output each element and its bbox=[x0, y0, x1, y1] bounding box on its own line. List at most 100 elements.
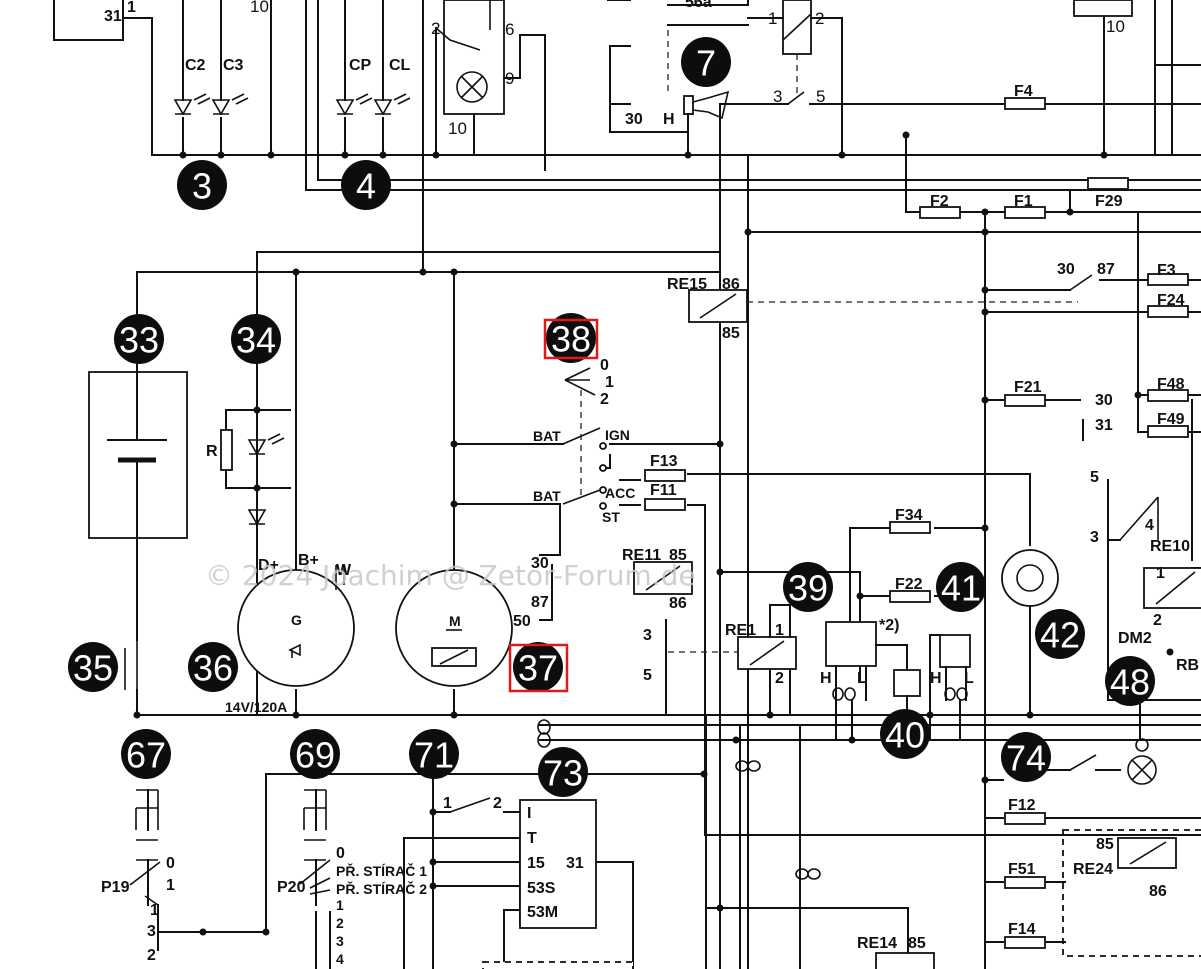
label: 86 bbox=[1149, 883, 1167, 900]
badge-4[interactable]: 4 bbox=[341, 160, 391, 210]
badge-3[interactable]: 3 bbox=[177, 160, 227, 210]
label: 2 bbox=[431, 19, 440, 38]
badge-48[interactable]: 48 bbox=[1105, 656, 1155, 706]
label: 87 bbox=[531, 594, 549, 611]
label: 1 bbox=[775, 622, 784, 639]
badge-37[interactable]: 37 bbox=[513, 642, 563, 692]
svg-text:73: 73 bbox=[543, 753, 583, 794]
label: 2 bbox=[147, 947, 156, 964]
switch-35 bbox=[124, 640, 138, 690]
label: H bbox=[820, 670, 832, 687]
badge-74[interactable]: 74 bbox=[1001, 732, 1051, 782]
label: RE1 bbox=[725, 622, 756, 639]
svg-text:38: 38 bbox=[551, 319, 591, 360]
label: C3 bbox=[223, 57, 244, 74]
label: C2 bbox=[185, 57, 206, 74]
label: 6 bbox=[505, 20, 514, 39]
label: L bbox=[857, 670, 867, 687]
label: I bbox=[527, 805, 531, 822]
label: 10 bbox=[250, 0, 269, 16]
label: RE15 bbox=[667, 276, 707, 293]
badge-33[interactable]: 33 bbox=[114, 314, 164, 364]
svg-text:69: 69 bbox=[295, 735, 335, 776]
label: BAT bbox=[533, 428, 561, 444]
label: D+ bbox=[258, 557, 279, 574]
badge-42[interactable]: 42 bbox=[1035, 609, 1085, 659]
label: 30 bbox=[1095, 392, 1113, 409]
label: F4 bbox=[1014, 83, 1033, 100]
label: 1 bbox=[166, 877, 175, 894]
text-labels: 31 1 10 C2 C3 CP CL 2 6 9 10 30 H 56a 1 … bbox=[101, 0, 1199, 967]
badge-35[interactable]: 35 bbox=[68, 642, 118, 692]
label: F2 bbox=[930, 193, 949, 210]
badge-73[interactable]: 73 bbox=[538, 747, 588, 797]
label: 2 bbox=[1153, 612, 1162, 629]
label: F21 bbox=[1014, 379, 1042, 396]
label: 3 bbox=[336, 933, 344, 949]
label: H bbox=[930, 670, 942, 687]
svg-text:48: 48 bbox=[1110, 662, 1150, 703]
starter-motor bbox=[395, 569, 513, 687]
label: 10 bbox=[448, 119, 467, 138]
label: 2 bbox=[336, 915, 344, 931]
label: 31 bbox=[1095, 417, 1113, 434]
label: F29 bbox=[1095, 193, 1123, 210]
label: M bbox=[449, 613, 461, 629]
label: P19 bbox=[101, 879, 130, 896]
label: RE14 bbox=[857, 935, 897, 952]
badge-69[interactable]: 69 bbox=[290, 729, 340, 779]
badge-34[interactable]: 34 bbox=[231, 314, 281, 364]
label: F24 bbox=[1157, 292, 1185, 309]
badge-38[interactable]: 38 bbox=[546, 313, 596, 363]
label: 10 bbox=[1106, 17, 1125, 36]
badge-7[interactable]: 7 bbox=[681, 37, 731, 87]
label: ST bbox=[602, 509, 620, 525]
svg-text:35: 35 bbox=[73, 648, 113, 689]
label: F49 bbox=[1157, 411, 1185, 428]
label: 31 bbox=[104, 8, 122, 25]
badge-67[interactable]: 67 bbox=[121, 729, 171, 779]
label: 30 bbox=[625, 111, 643, 128]
bottom-switches bbox=[129, 789, 491, 906]
label: F14 bbox=[1008, 921, 1036, 938]
label: 1 bbox=[127, 0, 136, 16]
svg-text:37: 37 bbox=[518, 648, 558, 689]
label: F12 bbox=[1008, 797, 1036, 814]
label: RE11 bbox=[622, 547, 661, 564]
bottom-wiring bbox=[147, 773, 705, 969]
relays bbox=[633, 289, 1201, 969]
svg-text:7: 7 bbox=[696, 43, 716, 84]
svg-text:36: 36 bbox=[193, 648, 233, 689]
label: 4 bbox=[336, 951, 344, 967]
badge-41[interactable]: 41 bbox=[936, 562, 986, 612]
label: 1 bbox=[150, 902, 159, 919]
svg-text:34: 34 bbox=[236, 320, 276, 361]
label: 1 bbox=[768, 9, 777, 28]
label: 56a bbox=[685, 0, 712, 11]
svg-text:42: 42 bbox=[1040, 615, 1080, 656]
label: L bbox=[964, 670, 974, 687]
label: 3 bbox=[643, 627, 652, 644]
label: 50 bbox=[513, 613, 531, 630]
badge-40[interactable]: 40 bbox=[880, 709, 930, 759]
label: R bbox=[206, 443, 218, 460]
label: 2 bbox=[493, 795, 502, 812]
badge-36[interactable]: 36 bbox=[188, 642, 238, 692]
label: 53M bbox=[527, 904, 558, 921]
badge-39[interactable]: 39 bbox=[783, 562, 833, 612]
badge-71[interactable]: 71 bbox=[409, 729, 459, 779]
label: 85 bbox=[722, 325, 740, 342]
label: 14V/120A bbox=[225, 699, 287, 715]
label: F11 bbox=[650, 482, 677, 499]
top-wiring bbox=[53, 0, 1201, 969]
label: 0 bbox=[166, 855, 175, 872]
svg-text:4: 4 bbox=[356, 166, 376, 207]
label: PŘ. STÍRAČ 2 bbox=[336, 880, 427, 897]
label: CP bbox=[349, 57, 372, 74]
label: 85 bbox=[908, 935, 926, 952]
label: RE24 bbox=[1073, 861, 1113, 878]
label: 5 bbox=[1090, 469, 1099, 486]
svg-text:39: 39 bbox=[788, 568, 828, 609]
modules bbox=[825, 621, 971, 721]
